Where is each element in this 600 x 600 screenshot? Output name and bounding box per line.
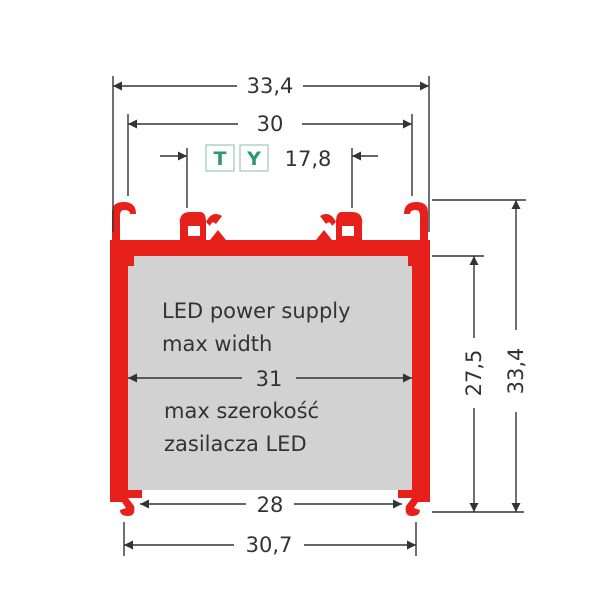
mount-spacing-label: 17,8 (285, 147, 332, 171)
badge-t: T (214, 148, 227, 170)
power-supply-area (128, 256, 414, 490)
bottom-width-label: 30,7 (246, 533, 293, 557)
english-caption-line2: max width (162, 332, 272, 356)
profile-type-badges: T Y (205, 144, 269, 172)
aluminium-profile (110, 202, 430, 516)
inner-height-label: 27,5 (462, 350, 486, 397)
outer-width-label: 33,4 (247, 74, 294, 98)
english-caption-line1: LED power supply (162, 299, 351, 323)
inner-top-width-label: 30 (257, 112, 284, 136)
max-supply-width-label: 31 (256, 367, 283, 391)
polish-caption-line1: max szerokość (164, 399, 319, 423)
inner-bottom-width-label: 28 (257, 493, 284, 517)
badge-y: Y (246, 148, 261, 170)
badge-t-frame (205, 144, 235, 172)
polish-caption-line2: zasilacza LED (164, 432, 307, 456)
outer-height-label: 33,4 (504, 348, 528, 395)
dimension-lines (112, 76, 526, 556)
badge-y-frame (239, 144, 269, 172)
